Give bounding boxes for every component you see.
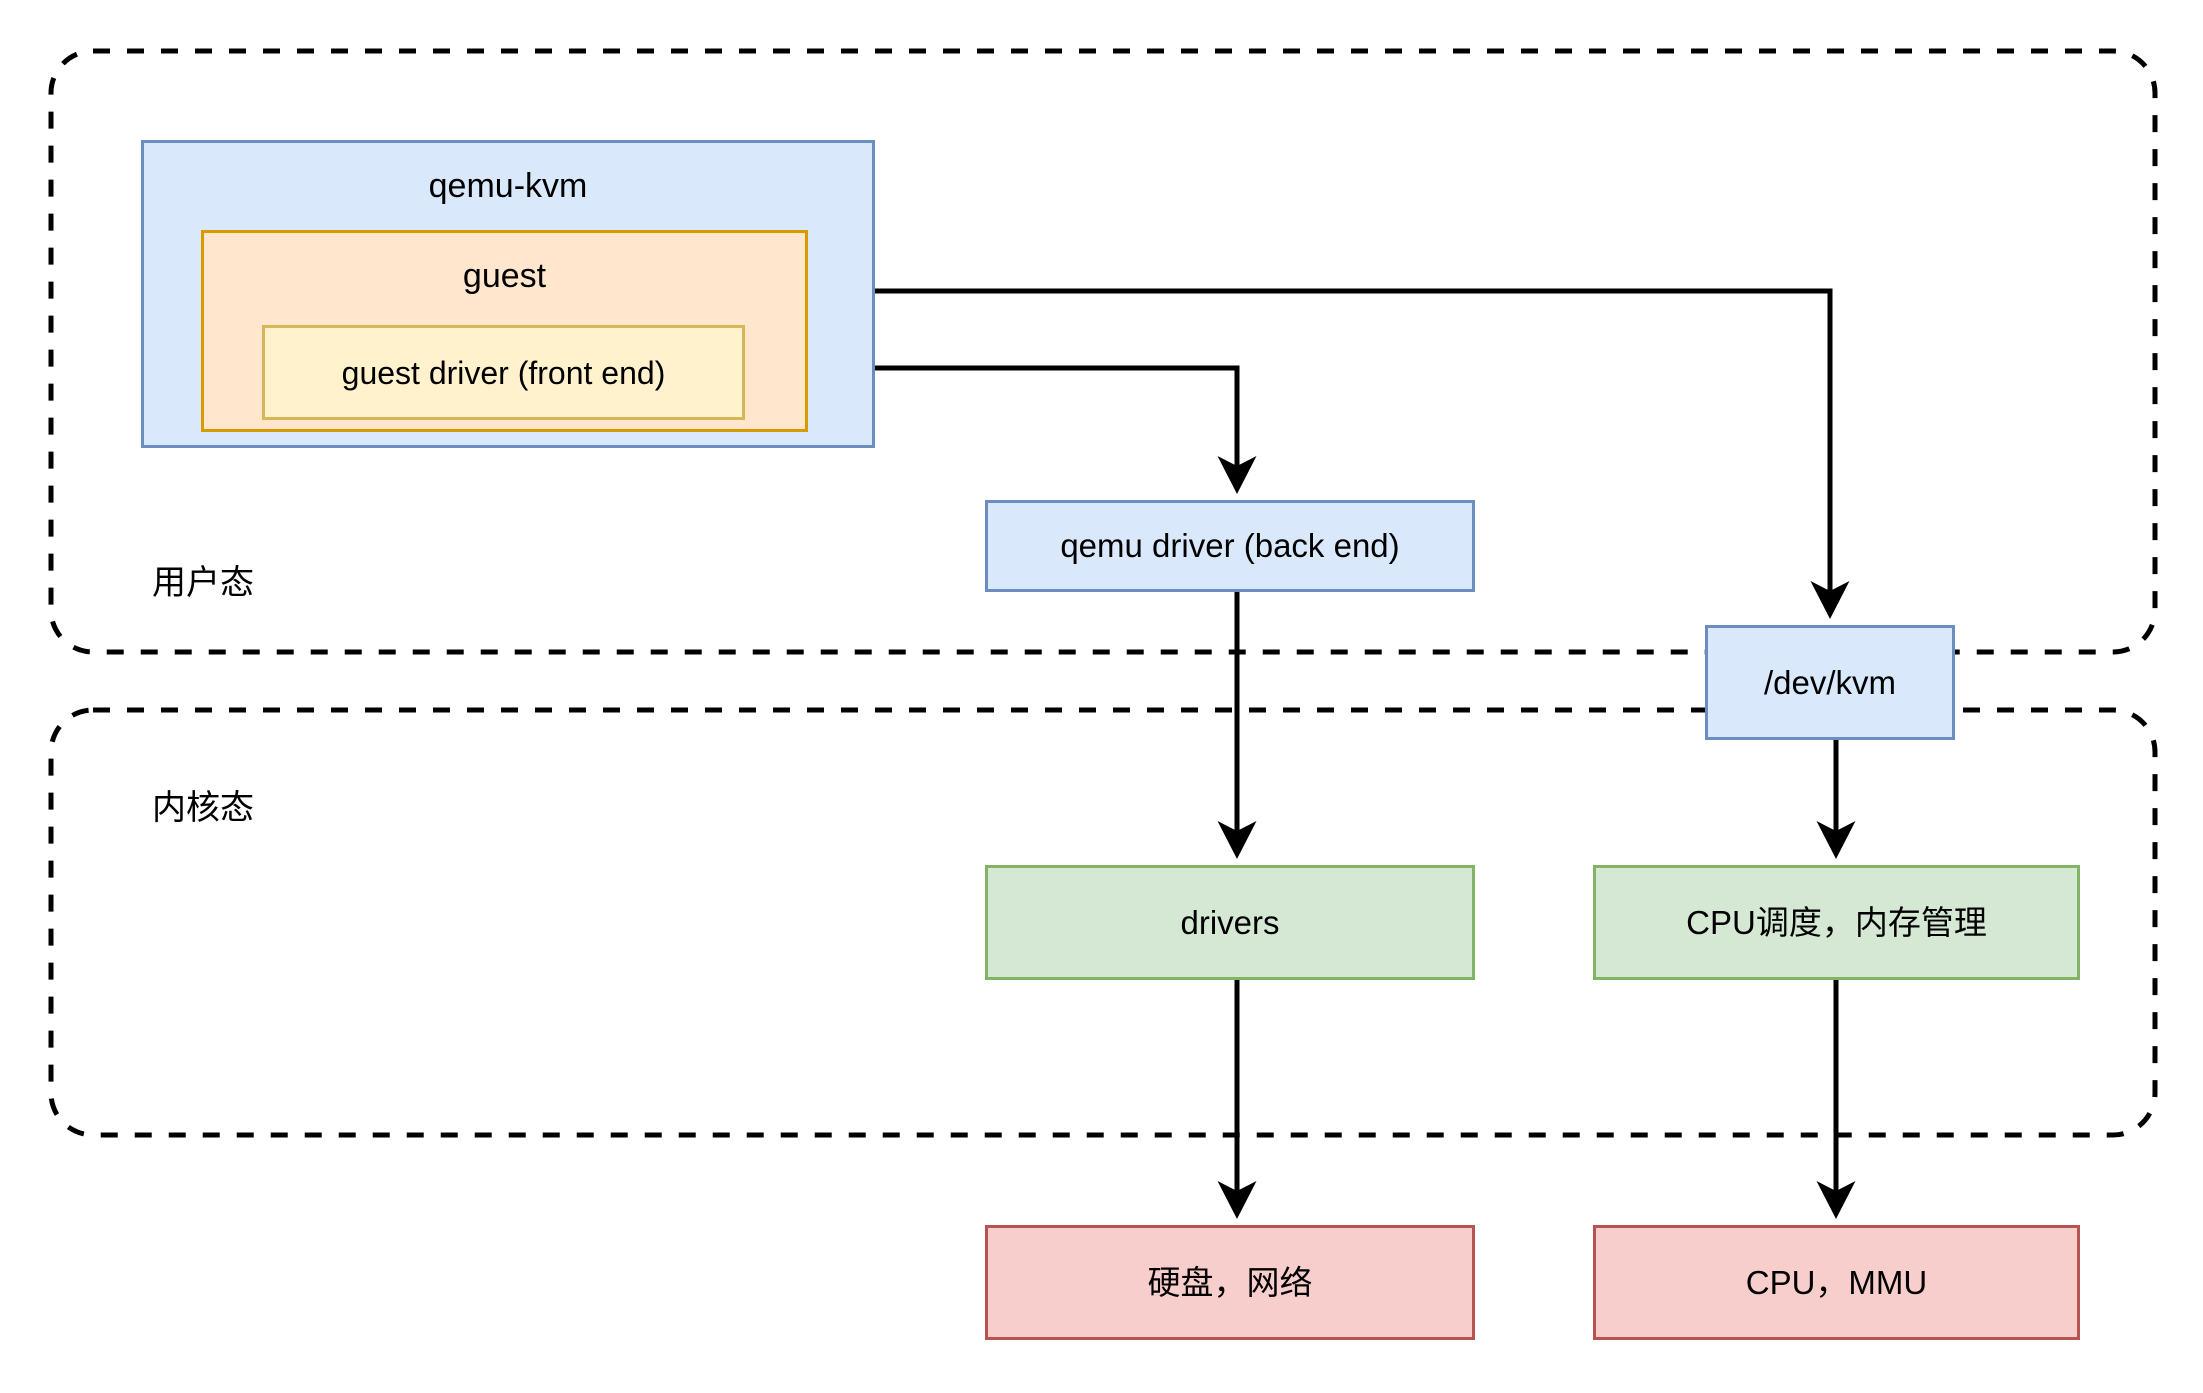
zone-outline-user-mode [48, 48, 2158, 655]
edge-guest-driver-to-qemu-driver [745, 365, 1257, 495]
zone-label-kernel-mode: 内核态 [152, 789, 254, 827]
node-qemu-driver[interactable]: qemu driver (back end) [985, 500, 1475, 592]
node-disk-network[interactable]: 硬盘，网络 [985, 1225, 1475, 1340]
node-dev-kvm[interactable]: /dev/kvm [1705, 625, 1955, 740]
node-guest-driver-label: guest driver (front end) [341, 354, 666, 391]
node-guest-driver[interactable]: guest driver (front end) [262, 325, 745, 420]
zone-label-user-mode: 用户态 [152, 564, 254, 602]
node-cpu-scheduling-memory-management-label: CPU调度，内存管理 [1686, 903, 1987, 941]
node-drivers[interactable]: drivers [985, 865, 1475, 980]
edge-guest-to-dev-kvm [875, 288, 1850, 620]
node-drivers-label: drivers [1180, 903, 1280, 941]
node-guest-label: guest [462, 257, 547, 295]
node-disk-network-label: 硬盘，网络 [1147, 1263, 1313, 1301]
node-qemu-driver-label: qemu driver (back end) [1060, 527, 1400, 565]
node-qemu-kvm-label: qemu-kvm [428, 167, 588, 205]
node-cpu-mmu-label: CPU，MMU [1745, 1263, 1928, 1301]
node-cpu-mmu[interactable]: CPU，MMU [1593, 1225, 2080, 1340]
node-dev-kvm-label: /dev/kvm [1763, 663, 1897, 701]
zone-outline-kernel-mode [48, 707, 2158, 1138]
node-cpu-scheduling-memory-management[interactable]: CPU调度，内存管理 [1593, 865, 2080, 980]
